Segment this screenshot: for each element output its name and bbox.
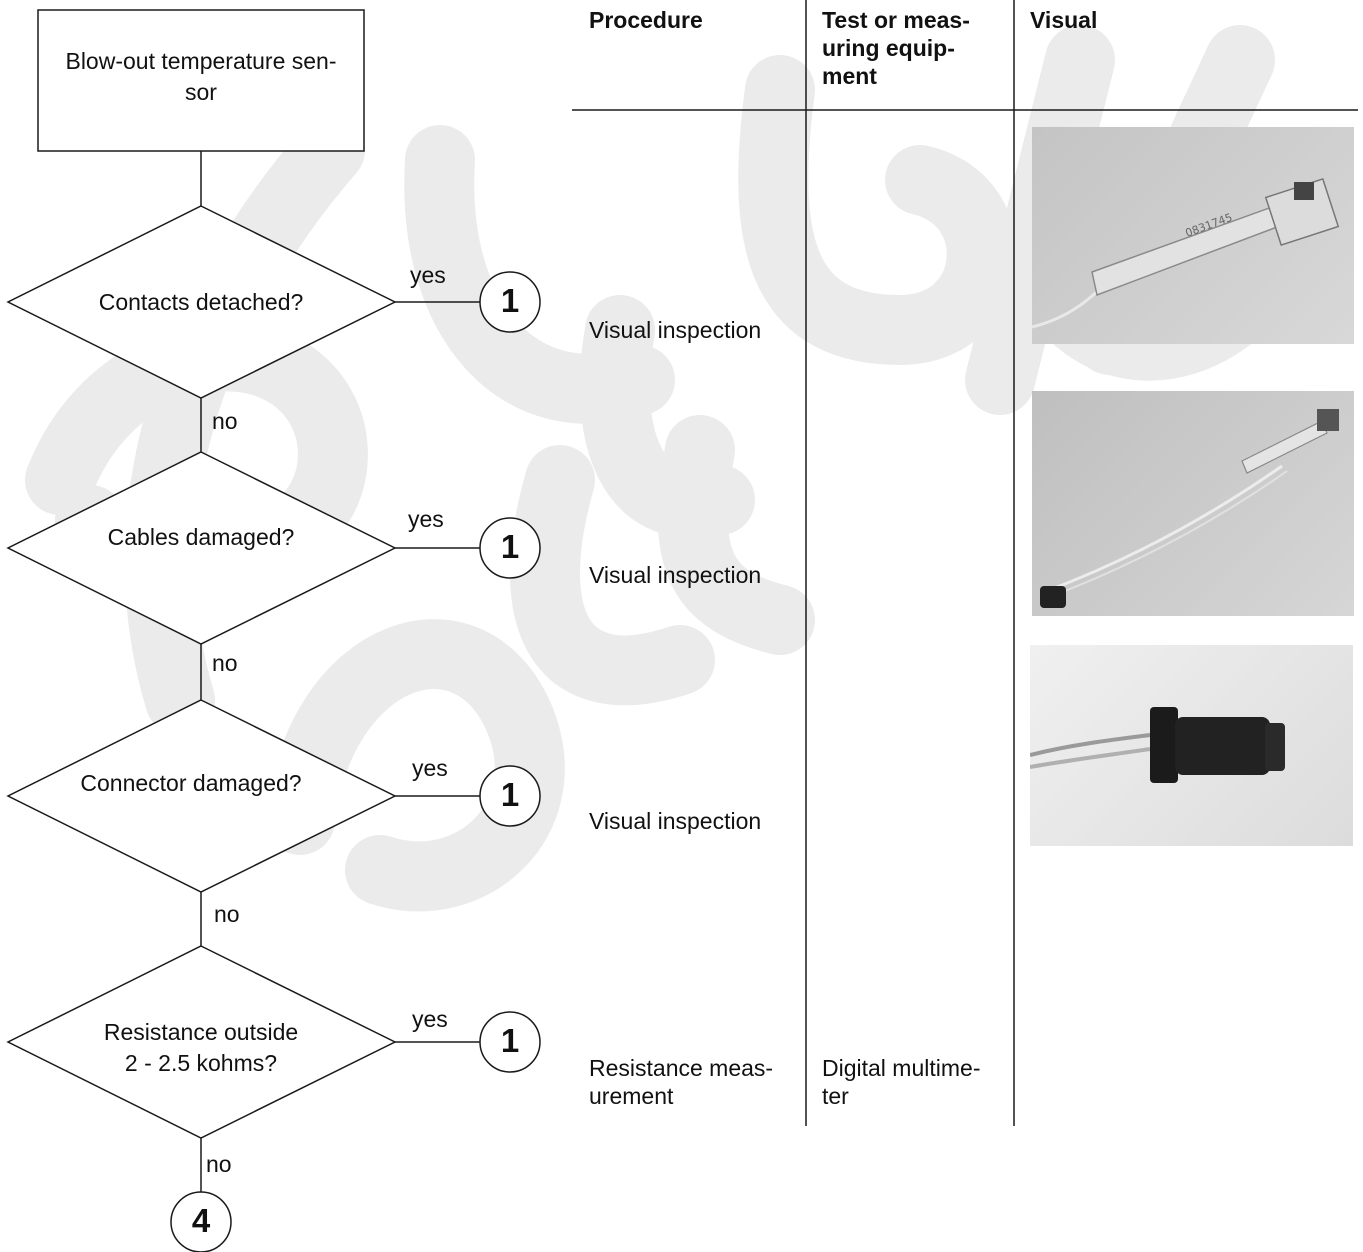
connector-4-number: 1 bbox=[500, 1022, 520, 1059]
decision-4-no-label: no bbox=[206, 1151, 232, 1177]
decision-1-question: Contacts detached? bbox=[98, 289, 304, 315]
header-procedure: Procedure bbox=[589, 7, 703, 33]
decision-3-no-label: no bbox=[214, 901, 240, 927]
sensor-contact-photo: 0831745 bbox=[1032, 127, 1354, 344]
connector-2-number: 1 bbox=[500, 528, 520, 565]
sensor-cable-photo bbox=[1032, 391, 1354, 616]
row-3-procedure: Visual inspection bbox=[589, 808, 762, 834]
decision-2-no-label: no bbox=[212, 650, 238, 676]
header-equipment: Test or meas- uring equip- ment bbox=[822, 7, 970, 89]
decision-1-yes-label: yes bbox=[410, 262, 446, 288]
row-1-procedure: Visual inspection bbox=[589, 317, 762, 343]
connector-circle-4 bbox=[479, 1011, 541, 1073]
decision-1-no-label: no bbox=[212, 408, 238, 434]
row-4-procedure: Resistance meas- urement bbox=[589, 1055, 774, 1109]
connector-photo bbox=[1030, 645, 1353, 846]
connector-circle-1 bbox=[479, 271, 541, 333]
connector-circle-3 bbox=[479, 765, 541, 827]
start-box bbox=[37, 9, 365, 152]
start-box-label: Blow-out temperature sen- sor bbox=[65, 48, 337, 105]
decision-3-question: Connector damaged? bbox=[80, 770, 302, 796]
connector-1-number: 1 bbox=[500, 282, 520, 319]
row-2-procedure: Visual inspection bbox=[589, 562, 762, 588]
connector-3-number: 1 bbox=[500, 776, 520, 813]
decision-4-yes-label: yes bbox=[412, 1006, 448, 1032]
decision-3-yes-label: yes bbox=[412, 755, 448, 781]
header-visual: Visual bbox=[1030, 7, 1098, 33]
decision-4-question: Resistance outside 2 - 2.5 kohms? bbox=[103, 1019, 299, 1076]
decision-2-question: Cables damaged? bbox=[107, 524, 295, 550]
connector-circle-end bbox=[170, 1191, 232, 1252]
decision-2-yes-label: yes bbox=[408, 506, 444, 532]
end-connector-number: 4 bbox=[191, 1202, 211, 1239]
row-4-equipment: Digital multime- ter bbox=[822, 1055, 981, 1109]
connector-circle-2 bbox=[479, 517, 541, 579]
